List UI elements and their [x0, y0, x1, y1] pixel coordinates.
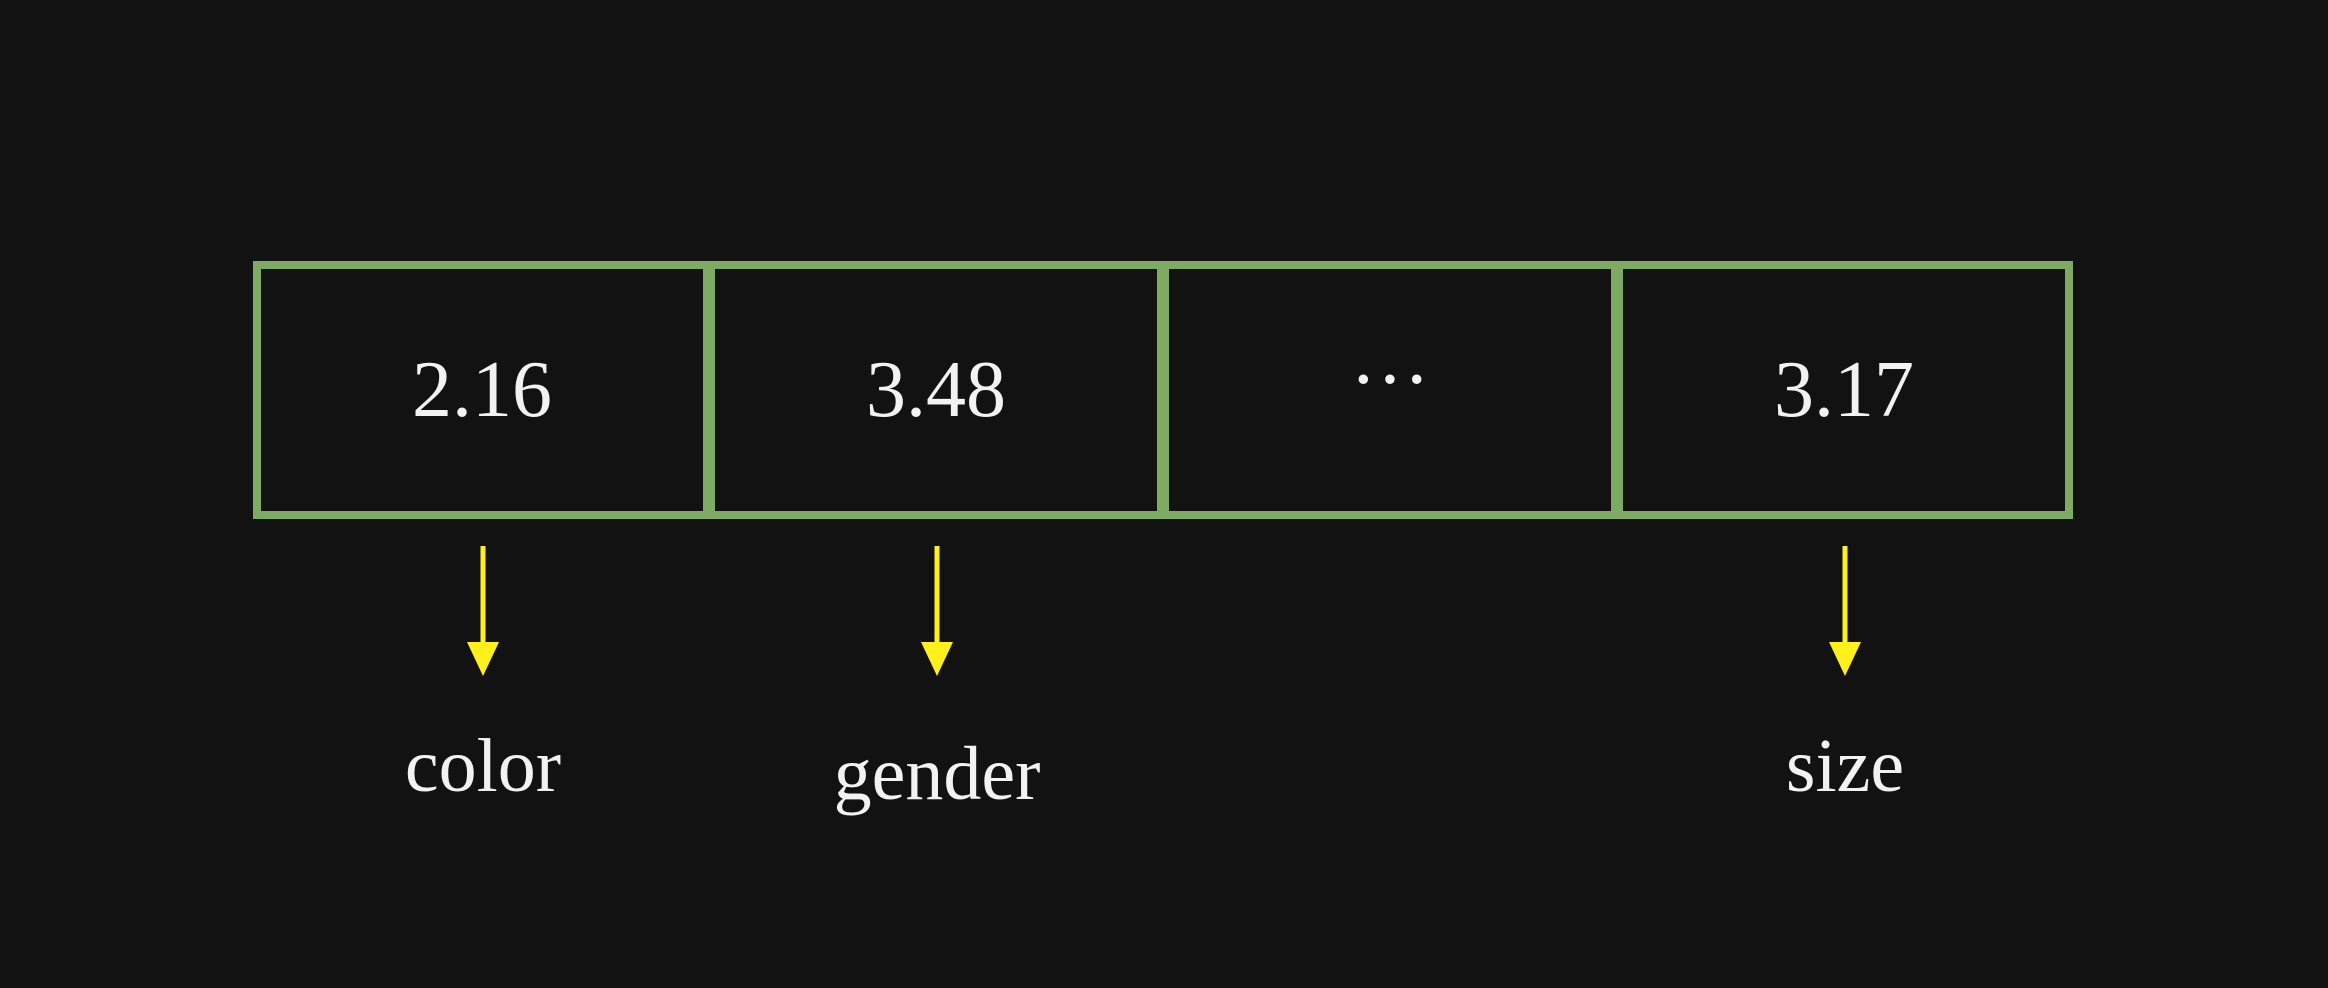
feature-label-size: size	[1785, 724, 1905, 808]
feature-label-gender: gender	[833, 732, 1041, 816]
ellipsis: ···	[1350, 336, 1430, 424]
down-arrow-icon	[1829, 546, 1861, 676]
cell-value: 3.48	[866, 346, 1006, 434]
down-arrow-icon	[921, 546, 953, 676]
cell-value: 2.16	[412, 346, 552, 434]
feature-label-color: color	[404, 724, 562, 808]
vector-cell-color: 2.16	[253, 261, 711, 519]
cell-value: 3.17	[1774, 346, 1914, 434]
vector-cell-size: 3.17	[1615, 261, 2073, 519]
vector-cell-ellipsis: ···	[1161, 261, 1619, 519]
down-arrow-icon	[467, 546, 499, 676]
vector-cell-gender: 3.48	[707, 261, 1165, 519]
